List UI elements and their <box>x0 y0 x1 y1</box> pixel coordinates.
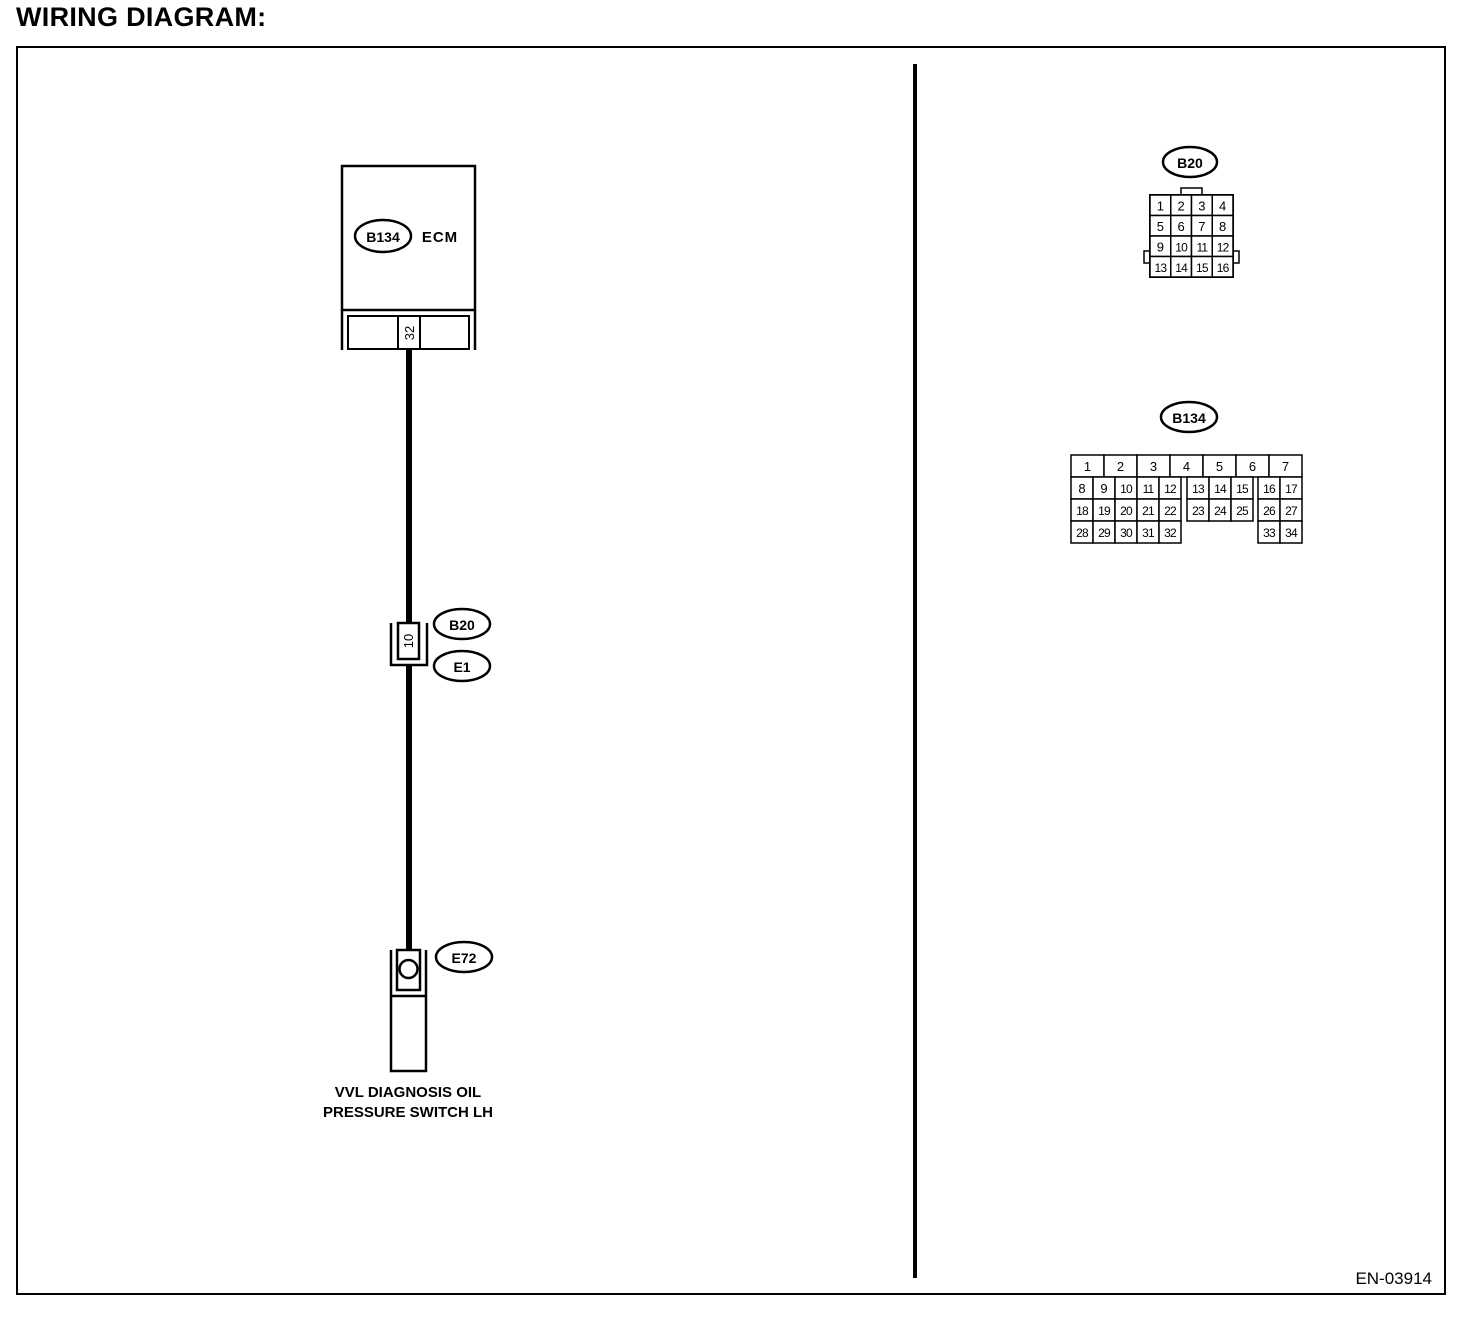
joint-bottom-connector-oval <box>432 649 492 683</box>
b20-pin: 10 <box>1175 240 1188 254</box>
b20-pin: 12 <box>1217 240 1230 254</box>
ecm-connector-oval <box>353 218 413 254</box>
b134-pin: 3 <box>1150 459 1157 474</box>
ecm-block: 32 B134 ECM <box>340 164 477 350</box>
b20-pin: 4 <box>1219 198 1226 213</box>
b134-pin: 2 <box>1117 459 1124 474</box>
b134-pin: 5 <box>1216 459 1223 474</box>
b134-pin: 17 <box>1285 482 1298 496</box>
b134-pin-box <box>1279 520 1303 544</box>
b134-pin: 10 <box>1120 482 1133 496</box>
b134-pin: 30 <box>1120 526 1133 540</box>
b134-pin: 22 <box>1164 504 1177 518</box>
b134-pin: 13 <box>1192 482 1205 496</box>
b134-pin: 34 <box>1285 526 1298 540</box>
legend-b134-oval <box>1159 400 1219 434</box>
b134-pin: 28 <box>1076 526 1089 540</box>
sensor-name-line2: PRESSURE SWITCH LH <box>323 1104 493 1121</box>
diagram-frame <box>16 46 1446 1295</box>
b20-pin: 9 <box>1157 239 1164 254</box>
joint-connector: 10 B20 E1 <box>389 607 492 683</box>
ecm-label: ECM <box>422 229 458 246</box>
figure-id: EN-03914 <box>1355 1269 1432 1288</box>
b134-pin: 14 <box>1214 482 1227 496</box>
b134-pin: 23 <box>1192 504 1205 518</box>
joint-bottom-connector-label: E1 <box>453 659 470 675</box>
b134-pin: 8 <box>1078 481 1085 496</box>
terminal-circle-icon <box>398 958 419 980</box>
b20-pin: 5 <box>1157 219 1164 234</box>
b20-pin-box <box>1211 255 1234 278</box>
b134-pin: 15 <box>1236 482 1249 496</box>
b20-pin: 11 <box>1196 240 1208 254</box>
b134-pin: 4 <box>1183 459 1190 474</box>
b20-pin: 8 <box>1219 219 1226 234</box>
b134-pin: 21 <box>1142 504 1155 518</box>
joint-top-connector-label: B20 <box>449 617 475 633</box>
page-title: WIRING DIAGRAM: <box>16 2 267 32</box>
b20-pin: 2 <box>1178 198 1185 213</box>
ecm-connector-label: B134 <box>366 229 400 245</box>
b20-pin: 14 <box>1175 261 1188 275</box>
b134-pin: 32 <box>1164 526 1177 540</box>
sensor-connector-oval <box>434 940 494 974</box>
joint-top-connector-oval <box>432 607 492 641</box>
b20-pin: 3 <box>1198 198 1205 213</box>
b20-pin: 1 <box>1157 198 1164 213</box>
b134-pin: 1 <box>1084 459 1091 474</box>
b20-pin: 13 <box>1155 261 1168 275</box>
oil-pressure-switch: E72 VVL DIAGNOSIS OIL PRESSURE SWITCH LH <box>323 940 494 1121</box>
b134-pin-box <box>1158 520 1182 544</box>
b134-pin: 9 <box>1100 481 1107 496</box>
b134-pin: 33 <box>1263 526 1276 540</box>
b134-pin: 6 <box>1249 459 1256 474</box>
b20-pin: 7 <box>1198 219 1205 234</box>
b134-pin: 7 <box>1282 459 1289 474</box>
b134-pin: 16 <box>1263 482 1276 496</box>
b134-pin: 18 <box>1076 504 1089 518</box>
b134-pin-box <box>1230 498 1254 522</box>
b20-pin: 15 <box>1196 261 1209 275</box>
b134-pin: 11 <box>1143 482 1155 496</box>
b134-pin: 19 <box>1098 504 1111 518</box>
b134-pin: 26 <box>1263 504 1276 518</box>
ecm-pin-label: 32 <box>402 326 417 340</box>
b20-latch <box>1180 187 1203 196</box>
b20-pin: 6 <box>1178 219 1185 234</box>
b134-pin: 31 <box>1142 526 1155 540</box>
b134-pin: 20 <box>1120 504 1133 518</box>
legend-b134-label: B134 <box>1172 410 1206 426</box>
legend-b20-label: B20 <box>1177 155 1203 171</box>
joint-pin-label: 10 <box>401 634 416 648</box>
legend-b20-oval <box>1161 145 1219 179</box>
b134-pin: 25 <box>1236 504 1249 518</box>
b134-pin: 27 <box>1285 504 1298 518</box>
sensor-name-line1: VVL DIAGNOSIS OIL <box>335 1084 481 1101</box>
b134-pin: 29 <box>1098 526 1111 540</box>
sensor-connector-label: E72 <box>452 950 477 966</box>
b134-pin: 24 <box>1214 504 1227 518</box>
b134-pin: 12 <box>1164 482 1177 496</box>
b20-pin: 16 <box>1217 261 1230 275</box>
